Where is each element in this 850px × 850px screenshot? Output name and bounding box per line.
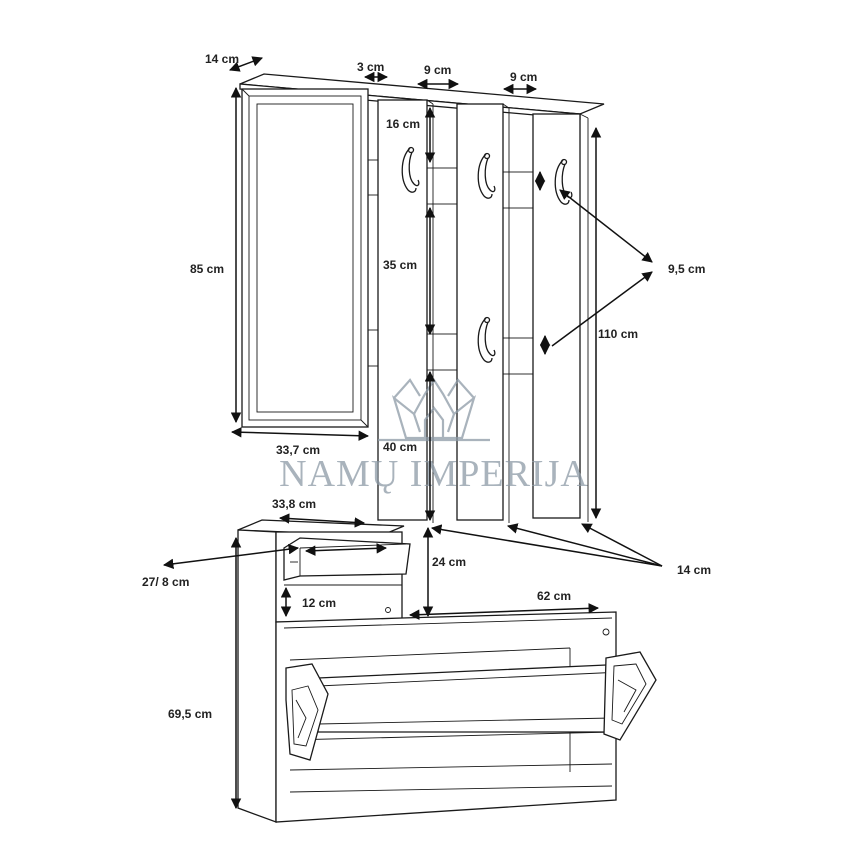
- watermark-text: NAMŲ IMPERIJA: [279, 453, 589, 495]
- label-panel-gap: 3 cm: [357, 60, 384, 74]
- label-shelf-height: 12 cm: [302, 596, 336, 610]
- label-cabinet-width: 33,8 cm: [272, 497, 316, 511]
- label-mirror-height: 85 cm: [190, 262, 224, 276]
- dimension-arrows: [162, 56, 663, 810]
- label-panel-height: 110 cm: [598, 327, 638, 341]
- label-shoe-cabinet-width: 62 cm: [537, 589, 571, 603]
- label-drawer-depth: 27/ 8 cm: [142, 575, 189, 589]
- label-hook-top-offset: 16 cm: [386, 117, 420, 131]
- coat-panel-left: [377, 99, 434, 523]
- coat-hook-icon: [477, 152, 496, 199]
- label-cabinet-height: 69,5 cm: [168, 707, 212, 721]
- mirror-panel: [241, 88, 369, 428]
- label-hook-height: 9,5 cm: [668, 262, 705, 276]
- label-panel-width-right: 9 cm: [510, 70, 537, 84]
- label-hook-spacing: 35 cm: [383, 258, 417, 272]
- label-panel-bottom-offset: 40 cm: [383, 440, 417, 454]
- label-mirror-depth: 14 cm: [205, 52, 239, 66]
- coat-panel-center: [456, 103, 510, 523]
- label-panel-width-center: 9 cm: [424, 63, 451, 77]
- label-drawer-height: 24 cm: [432, 555, 466, 569]
- dimension-labels: 14 cm 3 cm 9 cm 9 cm 16 cm 85 cm 35 cm 9…: [142, 52, 711, 721]
- coat-hook-icon: [401, 146, 420, 193]
- label-mirror-width: 33,7 cm: [276, 443, 320, 457]
- label-panel-depth: 14 cm: [677, 563, 711, 577]
- coat-hook-icon: [477, 316, 496, 363]
